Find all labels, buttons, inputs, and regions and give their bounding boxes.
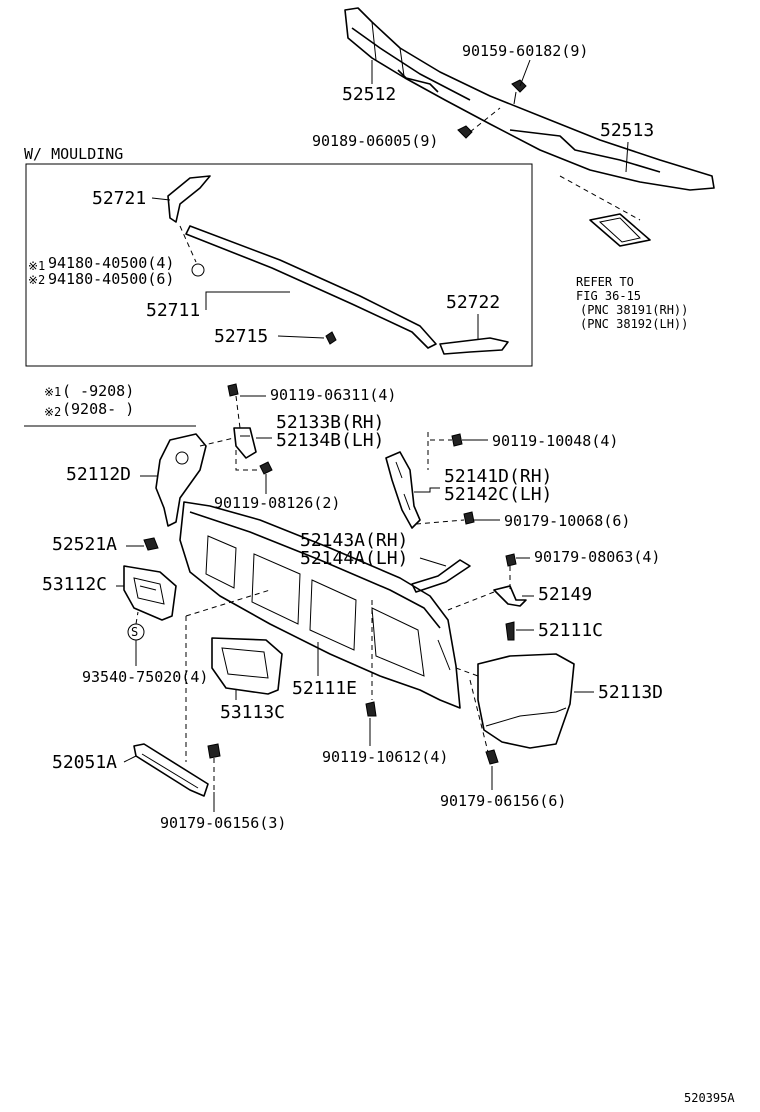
leader-52513 (625, 141, 629, 173)
leader-52721 (151, 197, 171, 201)
diagram-id: 520395A (684, 1091, 735, 1105)
bolt-90119-08126 (235, 450, 273, 475)
section-title-with-moulding: W/ MOULDING (24, 145, 123, 163)
label-52715: 52715 (214, 326, 268, 347)
label-90119-06311: 90119-06311(4) (270, 386, 396, 404)
label-94180b: 94180-40500(6) (48, 270, 174, 288)
label-94180a: 94180-40500(4) (48, 254, 174, 272)
label-52112D: 52112D (66, 464, 131, 485)
part-52722 (439, 337, 509, 355)
moulding-section-box (25, 163, 533, 367)
label-52133B: 52133B(RH) (276, 412, 384, 433)
note-2: (9208- ) (62, 400, 134, 418)
label-refer-2: FIG 36-15 (576, 289, 641, 303)
label-90179-06156-left: 90179-06156(3) (160, 814, 286, 832)
label-52141D: 52141D(RH) (444, 466, 552, 487)
part-52149 (447, 585, 527, 611)
label-52113D: 52113D (598, 682, 663, 703)
part-52113D (455, 653, 575, 749)
nut-90179-10068 (415, 511, 475, 525)
bracket-52141D (385, 451, 421, 529)
mark-s: S (131, 625, 138, 639)
bolt-52111C (505, 621, 515, 641)
mark-94180a: ※1 (28, 259, 45, 273)
fastener-90189 (457, 107, 501, 139)
label-refer-4: (PNC 38192(LH)) (580, 317, 688, 331)
part-52711 (185, 225, 437, 349)
label-refer-1: REFER TO (576, 275, 634, 289)
label-90119-10048: 90119-10048(4) (492, 432, 618, 450)
part-refer-bracket (559, 175, 651, 247)
label-90179-06156-right: 90179-06156(6) (440, 792, 566, 810)
label-53113C: 53113C (220, 702, 285, 723)
label-90179-10068: 90179-10068(6) (504, 512, 630, 530)
clip-90179-06156-right (485, 749, 499, 765)
label-52142C: 52142C(LH) (444, 484, 552, 505)
nut-90179-08063 (505, 553, 517, 590)
label-52521A: 52521A (52, 534, 117, 555)
part-52721 (167, 175, 211, 223)
part-52112D (155, 433, 235, 527)
part-52111E-bumper-bar (179, 501, 461, 709)
label-93540: 93540-75020(4) (82, 668, 208, 686)
leader-52711 (205, 291, 290, 310)
clip-52715 (325, 331, 337, 345)
label-52111E: 52111E (292, 678, 357, 699)
label-90189: 90189-06005(9) (312, 132, 438, 150)
note-1: ( -9208) (62, 382, 134, 400)
label-52111C: 52111C (538, 620, 603, 641)
part-53113C (211, 637, 283, 695)
label-52144A: 52144A(LH) (300, 548, 408, 569)
label-52149: 52149 (538, 584, 592, 605)
bolt-90119-10048 (427, 432, 463, 470)
label-refer-3: (PNC 38191(RH)) (580, 303, 688, 317)
leader-52051A (123, 755, 137, 763)
part-52051A (133, 743, 209, 797)
note-2-mark: ※2 (44, 405, 61, 419)
part-52143A-rod (411, 559, 471, 593)
bracket-52133B (233, 427, 257, 459)
leader-52715 (277, 335, 325, 339)
leader-52143A (419, 557, 447, 567)
label-53112C: 53112C (42, 574, 107, 595)
bolt-90119-06311 (227, 383, 241, 429)
label-52721: 52721 (92, 188, 146, 209)
fastener-90159 (511, 59, 531, 105)
label-90159: 90159-60182(9) (462, 42, 588, 60)
label-52134B: 52134B(LH) (276, 430, 384, 451)
label-90119-10612: 90119-10612(4) (322, 748, 448, 766)
part-52521A (143, 537, 159, 551)
note-1-mark: ※1 (44, 385, 61, 399)
label-52512: 52512 (342, 84, 396, 105)
label-52051A: 52051A (52, 752, 117, 773)
label-52722: 52722 (446, 292, 500, 313)
clip-90179-06156-left (207, 743, 221, 790)
label-90119-08126: 90119-08126(2) (214, 494, 340, 512)
mark-94180b: ※2 (28, 273, 45, 287)
bolt-90119-10612 (365, 600, 377, 717)
assembly-dash-lines (185, 589, 489, 762)
label-90179-08063: 90179-08063(4) (534, 548, 660, 566)
label-52711: 52711 (146, 300, 200, 321)
label-52513: 52513 (600, 120, 654, 141)
part-52512-52513-panel (344, 7, 715, 191)
part-53112C (123, 565, 177, 621)
clip-94180 (179, 225, 205, 277)
label-52143A: 52143A(RH) (300, 530, 408, 551)
leader-52141D (414, 487, 440, 493)
